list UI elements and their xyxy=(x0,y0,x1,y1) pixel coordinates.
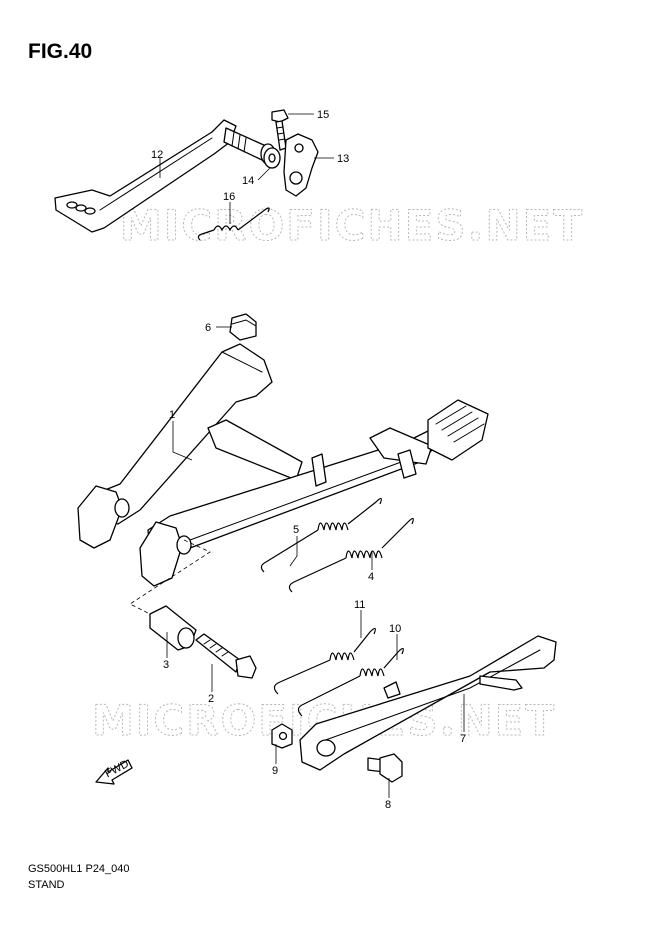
callout-2: 2 xyxy=(208,693,214,705)
callout-15: 15 xyxy=(317,109,329,121)
watermark-top: MICROFICHES.NET xyxy=(120,201,584,250)
section-name: STAND xyxy=(28,879,65,891)
callout-12: 12 xyxy=(151,149,163,161)
pedal-return-spring[interactable] xyxy=(197,207,270,241)
stand-pivot-bolt[interactable] xyxy=(195,633,257,679)
stand-collar[interactable] xyxy=(149,605,197,651)
model-code: GS500HL1 P24_040 xyxy=(28,863,130,875)
stand-spring-5[interactable] xyxy=(260,497,382,573)
callout-11: 11 xyxy=(354,599,365,611)
stand-spring-4[interactable] xyxy=(288,517,414,593)
side-stand-spring-10[interactable] xyxy=(297,647,404,717)
side-stand[interactable] xyxy=(299,635,557,771)
callout-4: 4 xyxy=(368,571,374,583)
callout-3: 3 xyxy=(163,659,169,671)
callout-6: 6 xyxy=(205,322,211,334)
forward-direction-arrow: FWD xyxy=(95,758,133,785)
callout-13: 13 xyxy=(337,153,349,165)
side-stand-spring-11[interactable] xyxy=(273,627,376,695)
figure-title: FIG.40 xyxy=(28,40,93,63)
washer[interactable] xyxy=(263,147,281,169)
callout-1: 1 xyxy=(169,409,175,421)
callout-8: 8 xyxy=(385,799,391,811)
callout-16: 16 xyxy=(223,191,235,203)
callout-5: 5 xyxy=(293,524,299,536)
stopper-rubber[interactable] xyxy=(229,313,257,341)
callout-14: 14 xyxy=(242,175,254,187)
side-stand-pivot-pin[interactable] xyxy=(367,753,403,783)
callout-9: 9 xyxy=(272,765,278,777)
side-stand-nut[interactable] xyxy=(271,723,293,749)
callout-10: 10 xyxy=(389,623,401,635)
center-stand[interactable] xyxy=(77,343,489,587)
pedal-link-arm[interactable] xyxy=(283,133,319,197)
callout-7: 7 xyxy=(460,733,466,745)
